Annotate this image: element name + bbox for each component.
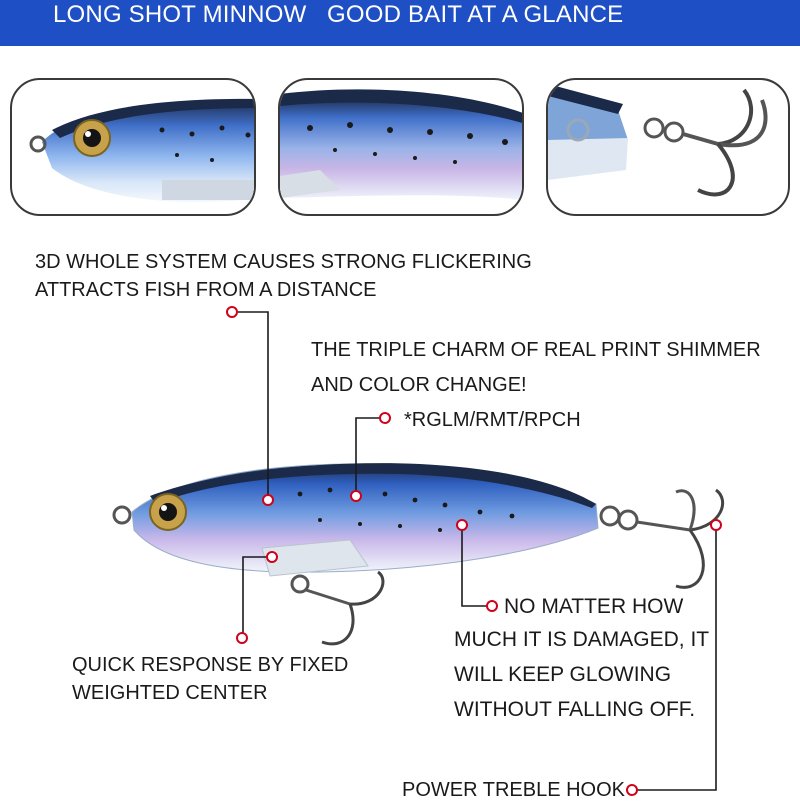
leader-weight [242, 556, 272, 638]
callout-leaders [238, 311, 717, 791]
callout-glow: MUCH IT IS DAMAGED, IT WILL KEEP GLOWING… [454, 622, 709, 727]
marker-hook-start [710, 519, 722, 531]
leader-hook [637, 526, 717, 791]
callout-markers [226, 306, 722, 796]
marker-charm-start [379, 412, 391, 424]
marker-flicker-end [262, 494, 274, 506]
callout-weight-line2: WEIGHTED CENTER [72, 682, 268, 704]
treble-hook-closeup-icon [548, 84, 768, 197]
detail-panel-body [278, 78, 524, 216]
marker-weight-end [236, 632, 248, 644]
detail-panel-hook [546, 78, 790, 216]
header-banner: LONG SHOT MINNOW GOOD BAIT AT A GLANCE [0, 0, 800, 46]
callout-glow-line3: WILL KEEP GLOWING [454, 663, 672, 686]
callout-glow-line1: NO MATTER HOW [504, 595, 684, 618]
lure-head-closeup-icon [29, 98, 254, 203]
marker-glow-end [486, 600, 498, 612]
callout-glow-line2: MUCH IT IS DAMAGED, IT [454, 628, 710, 651]
marker-glow-start [456, 519, 468, 531]
marker-charm-end [350, 490, 362, 502]
callout-flicker-line2: ATTRACTS FISH FROM A DISTANCE [35, 279, 377, 301]
callout-flicker: 3D WHOLE SYSTEM CAUSES STRONG FLICKERING… [35, 248, 532, 304]
lure-body-closeup-icon [280, 89, 522, 200]
marker-flicker-start [226, 306, 238, 318]
callout-flicker-line1: 3D WHOLE SYSTEM CAUSES STRONG FLICKERING [35, 251, 532, 273]
leader-charm [355, 417, 384, 496]
callout-charm: THE TRIPLE CHARM OF REAL PRINT SHIMMER A… [311, 333, 761, 403]
marker-weight-start [266, 551, 278, 563]
detail-panel-head [10, 78, 256, 216]
callout-charm-line2: AND COLOR CHANGE! [311, 374, 527, 396]
callout-glow-line4: WITHOUT FALLING OFF. [454, 698, 696, 721]
header-title: LONG SHOT MINNOW GOOD BAIT AT A GLANCE [53, 1, 624, 28]
callout-charm-line1: THE TRIPLE CHARM OF REAL PRINT SHIMMER [311, 339, 761, 361]
leader-glow [461, 526, 489, 607]
callout-charm-codes: *RGLM/RMT/RPCH [404, 409, 581, 431]
callout-hook: POWER TREBLE HOOK [402, 779, 626, 801]
callout-weight-line1: QUICK RESPONSE BY FIXED [72, 654, 349, 676]
callout-weight: QUICK RESPONSE BY FIXED WEIGHTED CENTER [72, 651, 348, 707]
marker-hook-end [626, 784, 638, 796]
leader-flicker [238, 311, 269, 500]
lure-illustration [112, 463, 725, 646]
